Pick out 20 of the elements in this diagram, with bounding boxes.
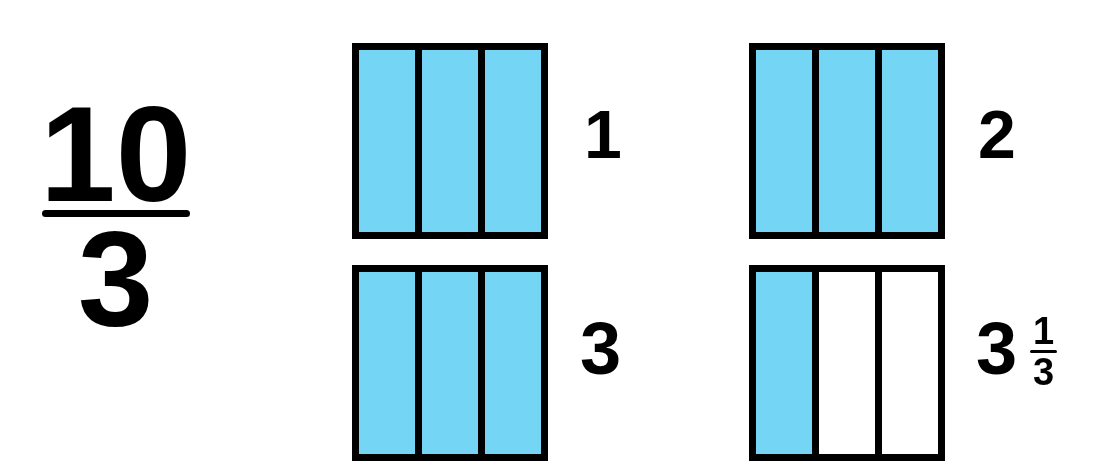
- shaded-strip: [359, 272, 415, 454]
- fraction-numerator: 1: [1032, 317, 1055, 346]
- shaded-strip: [485, 50, 541, 232]
- shaded-strip: [819, 50, 875, 232]
- count-label: 3: [976, 321, 1018, 378]
- shaded-strip: [422, 50, 478, 232]
- shaded-strip: [756, 50, 812, 232]
- shaded-strip: [756, 272, 812, 454]
- count-label: 3: [580, 321, 622, 378]
- unshaded-strip: [882, 272, 938, 454]
- denominator: 3: [77, 227, 154, 331]
- count-label: 1: [584, 109, 622, 161]
- fraction-denominator: 3: [1032, 357, 1055, 387]
- shaded-strip: [422, 272, 478, 454]
- shaded-strip: [882, 50, 938, 232]
- count-label: 2: [978, 109, 1016, 161]
- numerator: 10: [40, 103, 192, 207]
- unshaded-strip: [819, 272, 875, 454]
- shaded-strip: [359, 50, 415, 232]
- shaded-strip: [485, 272, 541, 454]
